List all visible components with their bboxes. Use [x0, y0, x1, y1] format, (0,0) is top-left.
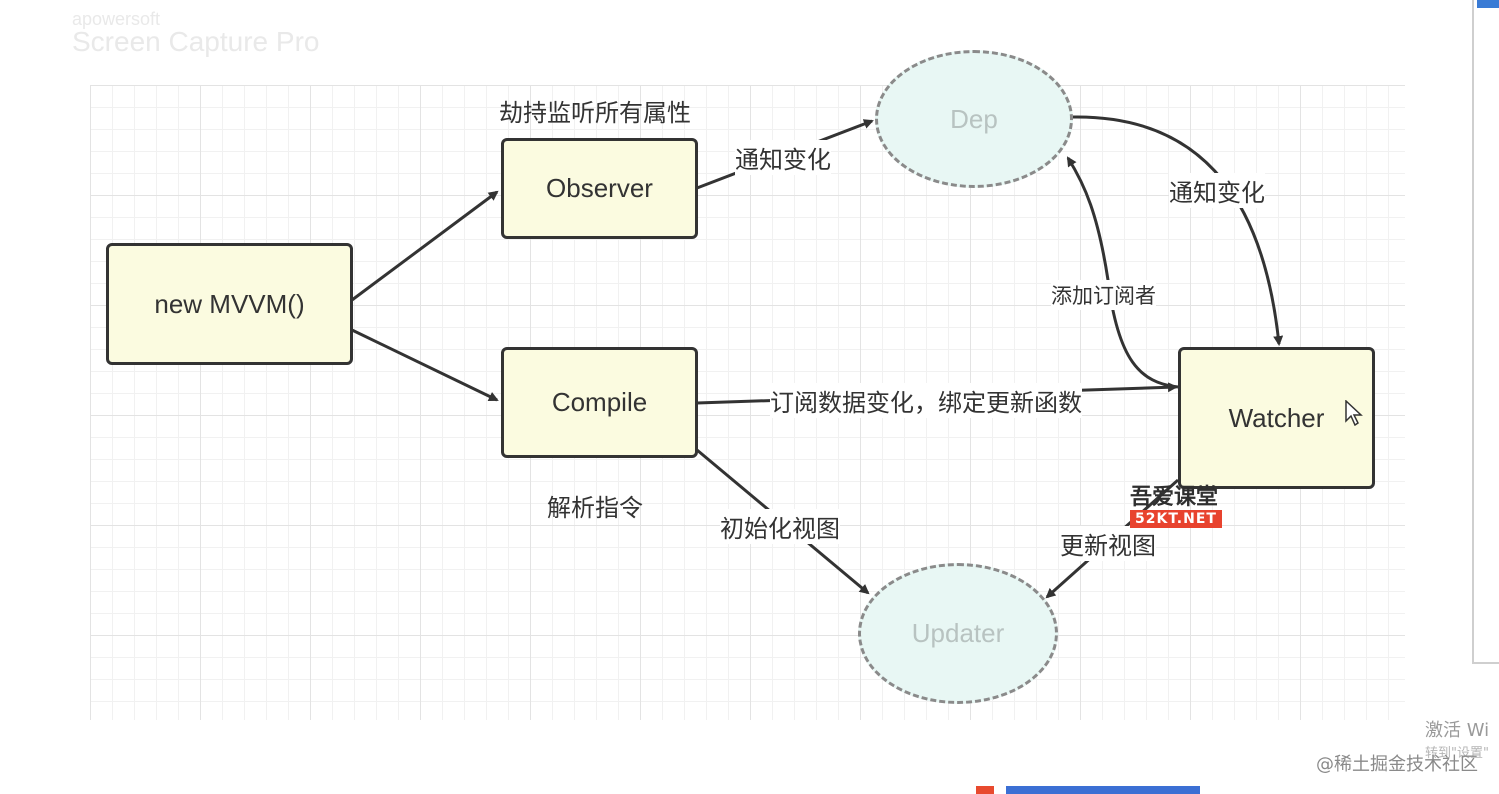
- side-window-edge: [1472, 0, 1499, 664]
- node-dep-label: Dep: [950, 103, 998, 134]
- bottom-toolbar-fragment: [976, 786, 1200, 794]
- mouse-cursor-icon: [1345, 400, 1363, 426]
- label-subscribe-bind-update: 订阅数据变化，绑定更新函数: [770, 383, 1082, 418]
- arrow-mvvm-to-compile: [351, 328, 499, 402]
- node-observer: Observer: [501, 138, 698, 239]
- activation-line2: 转到"设置": [1425, 746, 1489, 761]
- arrow-mvvm-to-observer: [351, 190, 499, 302]
- side-window-accent-bar: [1477, 0, 1499, 8]
- node-watcher-label: Watcher: [1228, 402, 1325, 433]
- node-observer-label: Observer: [546, 173, 653, 203]
- node-compile-label: Compile: [551, 387, 648, 417]
- screen-capture-watermark: apowersoft Screen Capture Pro: [72, 10, 319, 56]
- label-hijack-properties: 劫持监听所有属性: [499, 99, 691, 127]
- node-updater: Updater: [858, 563, 1058, 704]
- activation-line1: 激活 Wi: [1425, 720, 1490, 741]
- windows-activation-notice: 激活 Wi 转到"设置": [1425, 716, 1489, 761]
- node-new-mvvm-label: new MVVM(): [154, 288, 305, 319]
- label-add-subscriber: 添加订阅者: [1051, 280, 1156, 310]
- site-logo-watermark: 吾爱课堂 52KT.NET: [1130, 486, 1222, 528]
- node-compile: Compile: [501, 347, 698, 458]
- label-init-view: 初始化视图: [720, 509, 840, 544]
- node-watcher: Watcher: [1178, 347, 1375, 489]
- arrow-watcher-to-dep: [1066, 156, 1179, 389]
- node-dep: Dep: [875, 50, 1073, 188]
- label-parse-directives: 解析指令: [547, 494, 643, 522]
- logo-url: 52KT.NET: [1130, 510, 1222, 528]
- watermark-line2: Screen Capture Pro: [72, 26, 320, 57]
- watermark-line1: apowersoft: [72, 9, 161, 29]
- label-notify-dep: 通知变化: [735, 140, 831, 175]
- label-update-view: 更新视图: [1060, 526, 1156, 561]
- label-notify-watcher: 通知变化: [1169, 173, 1265, 208]
- source-attribution: @稀土掘金技术社区: [1316, 754, 1478, 775]
- node-updater-label: Updater: [911, 618, 1005, 648]
- node-new-mvvm: new MVVM(): [106, 243, 353, 365]
- logo-text: 吾爱课堂: [1130, 485, 1219, 510]
